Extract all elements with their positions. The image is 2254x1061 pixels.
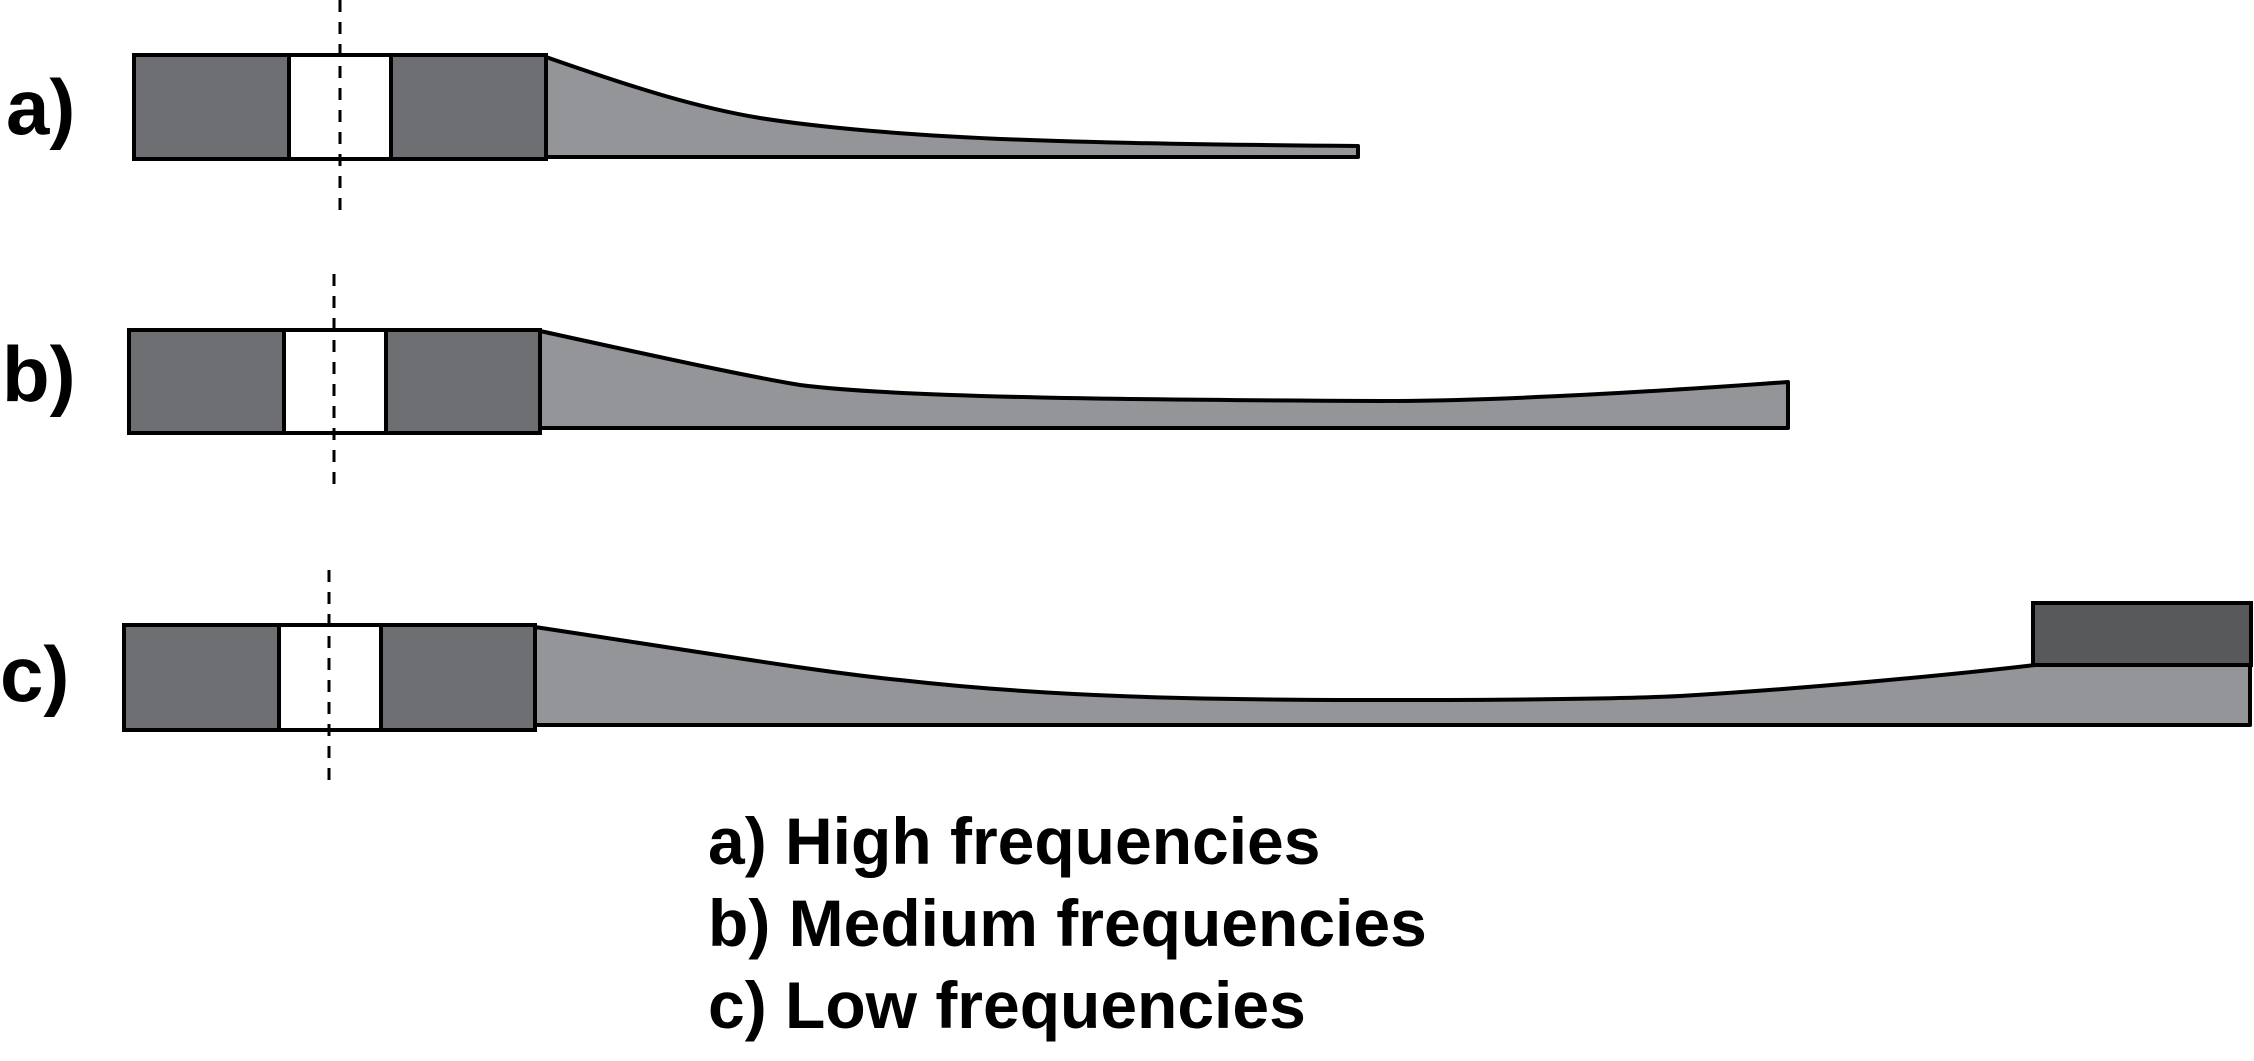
row-c	[122, 570, 2253, 790]
row-label-b: b)	[2, 330, 76, 418]
magnet-left-c	[122, 623, 281, 732]
cone-b	[538, 329, 1790, 430]
cone-c	[533, 625, 2252, 727]
magnet-right-c	[379, 623, 537, 732]
magnet-left-b	[127, 328, 286, 435]
legend-item-b: b) Medium frequencies	[708, 886, 1427, 960]
row-label-c: c)	[0, 630, 70, 718]
end-block-c	[2031, 601, 2253, 667]
row-label-a: a)	[6, 63, 76, 151]
magnet-left-a	[132, 53, 291, 161]
cone-a	[544, 55, 1360, 159]
row-b	[127, 274, 1790, 494]
legend: a) High frequencies b) Medium frequencie…	[708, 800, 1427, 1046]
legend-item-c: c) Low frequencies	[708, 968, 1306, 1042]
magnet-right-b	[384, 328, 542, 435]
row-a	[132, 0, 1360, 220]
legend-item-a: a) High frequencies	[708, 804, 1321, 878]
magnet-right-a	[389, 53, 548, 161]
